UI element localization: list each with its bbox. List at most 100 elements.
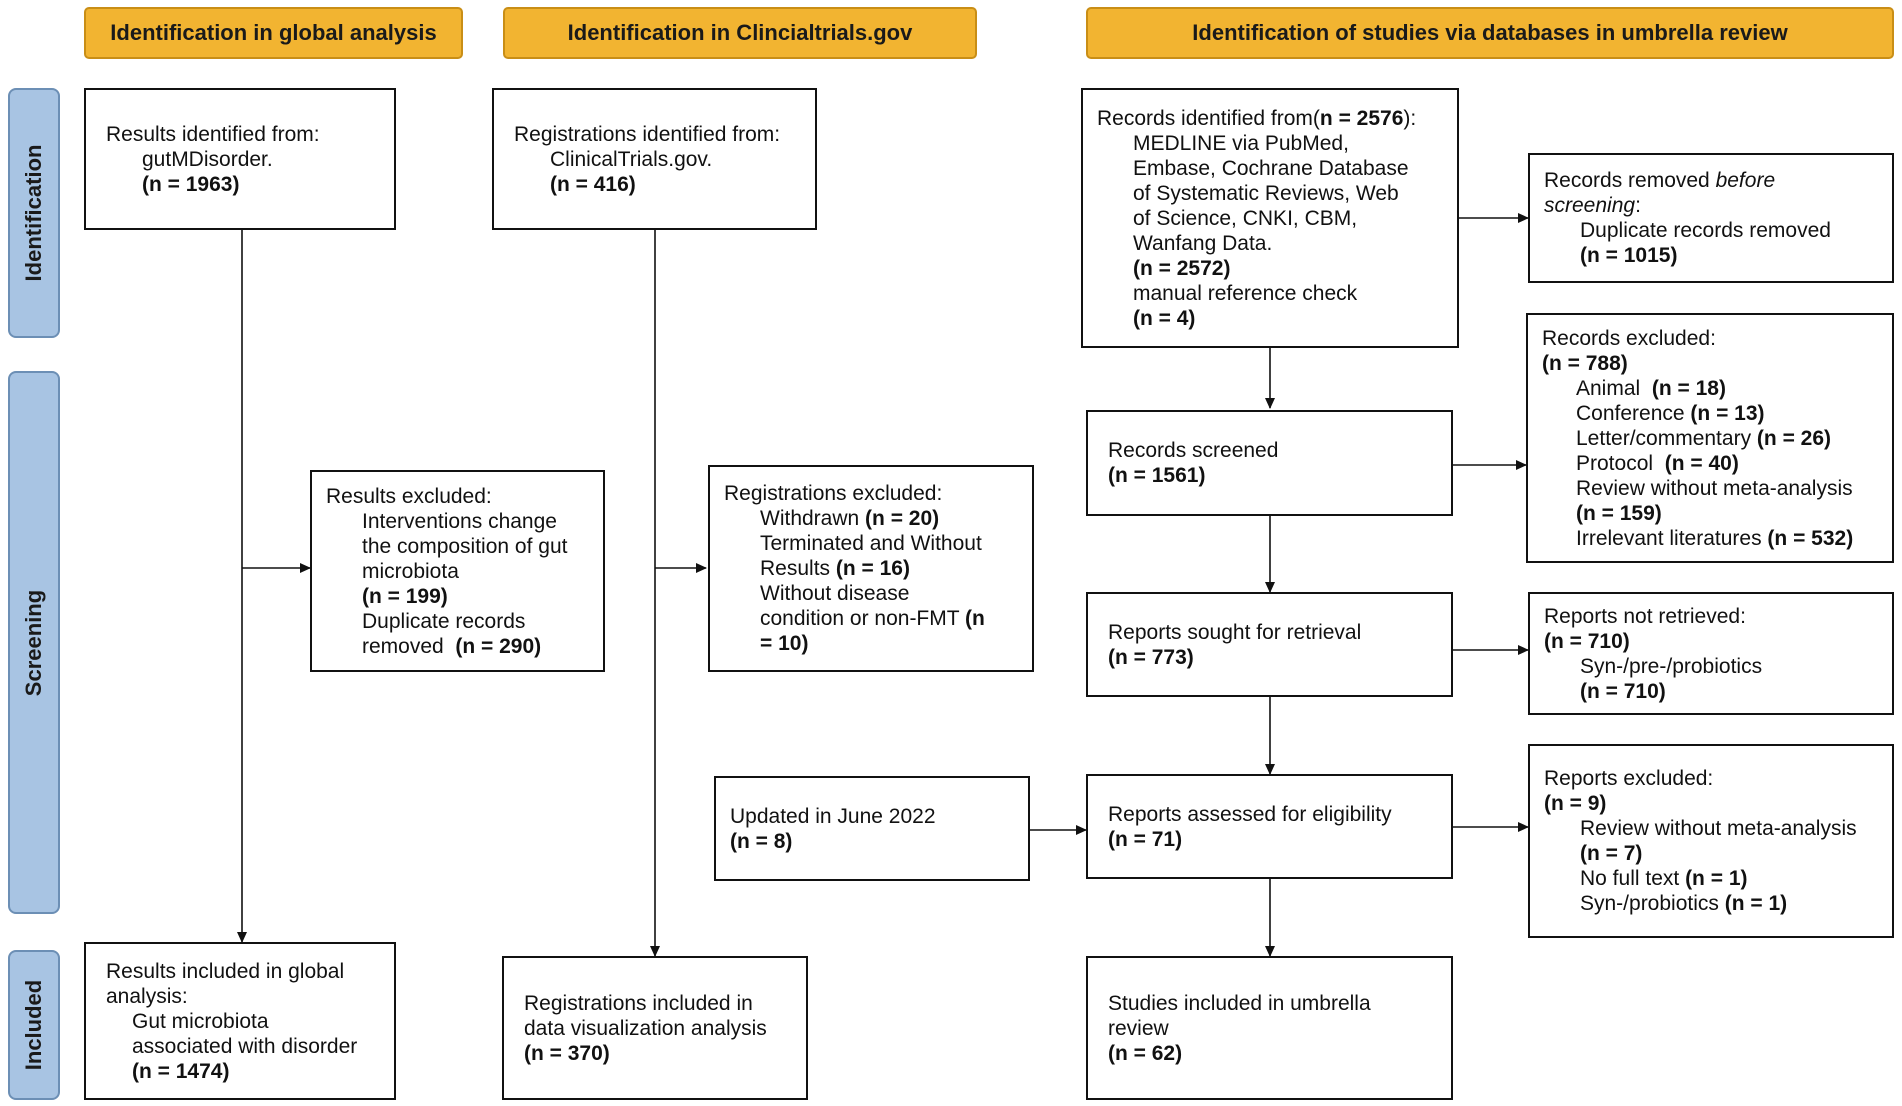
global-identified-box: Results identified from: gutMDisorder. (… [84,88,396,230]
global-excluded-count1: (n = 199) [362,584,448,608]
umbrella-db-line5: Wanfang Data. [1133,231,1273,255]
umbrella-removed-title: Records removed [1544,169,1716,192]
umbrella-not-retrieved-title: Reports not retrieved: [1544,604,1746,628]
umbrella-db-count: (n = 2572) [1133,256,1231,280]
umbrella-excluded-letter: Letter/commentary [1576,426,1752,450]
ct-identified-source: ClinicalTrials.gov. [550,147,713,171]
umbrella-reports-excluded-count: (n = 9) [1544,792,1607,815]
ct-updated-box: Updated in June 2022 (n = 8) [714,776,1030,881]
umbrella-sought-title: Reports sought for retrieval [1108,620,1362,644]
global-excluded-title: Results excluded: [326,484,492,508]
umbrella-excluded-irrelevant: Irrelevant literatures [1576,526,1762,550]
umbrella-excluded-protocol: Protocol [1576,451,1654,475]
global-excluded-box: Results excluded: Interventions change t… [310,470,605,672]
umbrella-records-excluded-count: (n = 788) [1542,351,1628,375]
umbrella-removed-title-colon: : [1635,194,1641,217]
umbrella-included-box: Studies included in umbrella review (n =… [1086,956,1453,1100]
umbrella-excluded-protocol-count: (n = 40) [1664,451,1739,475]
umbrella-included-count: (n = 62) [1108,1041,1183,1065]
umbrella-excluded-conference: Conference [1576,401,1685,425]
global-excluded-reason-line2: the composition of gut [362,534,568,558]
phase-included: Included [8,950,60,1100]
umbrella-excluded-irrelevant-count: (n = 532) [1767,526,1854,550]
umbrella-manual-count: (n = 4) [1133,306,1196,330]
header-umbrella-review: Identification of studies via databases … [1086,7,1894,59]
phase-identification-label: Identification [21,144,46,282]
global-included-title2: analysis: [106,984,188,1008]
umbrella-excluded-animal: Animal [1576,376,1641,400]
global-included-line1: Gut microbiota [132,1009,269,1033]
umbrella-removed-title-italic2: screening [1544,194,1636,217]
ct-identified-count: (n = 416) [550,172,636,196]
ct-included-line1: Registrations included in [524,991,753,1015]
umbrella-reports-excluded-fulltext-count: (n = 1) [1685,867,1748,890]
global-included-title1: Results included in global [106,959,345,983]
umbrella-screened-box: Records screened (n = 1561) [1086,410,1453,516]
umbrella-removed-count: (n = 1015) [1580,244,1678,267]
global-included-box: Results included in global analysis: Gut… [84,942,396,1100]
umbrella-identified-title-end: ): [1403,106,1417,130]
umbrella-removed-line: Duplicate records removed [1580,219,1831,242]
ct-excluded-without-line1: Without disease [760,582,910,605]
umbrella-excluded-letter-count: (n = 26) [1756,426,1832,450]
umbrella-reports-excluded-fulltext: No full text [1580,867,1680,890]
umbrella-assessed-box: Reports assessed for eligibility (n = 71… [1086,774,1453,879]
umbrella-reports-excluded-box: Reports excluded: (n = 9) Review without… [1528,744,1894,938]
umbrella-db-line2: Embase, Cochrane Database [1133,156,1409,180]
umbrella-included-line2: review [1108,1016,1169,1040]
phase-identification: Identification [8,88,60,338]
umbrella-db-line4: of Science, CNKI, CBM, [1133,206,1358,230]
header-clinicaltrials: Identification in Clincialtrials.gov [503,7,977,59]
umbrella-db-line3: of Systematic Reviews, Web [1133,181,1399,205]
umbrella-excluded-animal-count: (n = 18) [1651,376,1726,400]
umbrella-removed-title-italic: before [1715,169,1776,192]
global-identified-source: gutMDisorder. [142,147,273,171]
umbrella-not-retrieved-count: (n = 710) [1544,629,1630,653]
ct-excluded-terminated-line1: Terminated and Without [760,532,982,555]
umbrella-sought-count: (n = 773) [1108,645,1194,669]
ct-excluded-without-count-a: (n [965,607,985,630]
header-global-analysis: Identification in global analysis [84,7,463,59]
umbrella-excluded-review-count: (n = 159) [1576,501,1662,525]
umbrella-not-retrieved-line-count: (n = 710) [1580,679,1666,703]
umbrella-not-retrieved-box: Reports not retrieved: (n = 710) Syn-/pr… [1528,592,1894,715]
global-excluded-count2: (n = 290) [455,634,542,658]
umbrella-assessed-title: Reports assessed for eligibility [1108,802,1392,826]
ct-excluded-title: Registrations excluded: [724,482,943,505]
umbrella-included-line1: Studies included in umbrella [1108,991,1371,1015]
ct-identified-title: Registrations identified from: [514,122,781,146]
ct-excluded-terminated-count: (n = 16) [835,557,910,580]
global-identified-title: Results identified from: [106,122,320,146]
umbrella-reports-excluded-title: Reports excluded: [1544,767,1714,790]
umbrella-screened-count: (n = 1561) [1108,464,1206,487]
ct-included-count: (n = 370) [524,1041,610,1065]
umbrella-records-excluded-box: Records excluded: (n = 788) Animal (n = … [1526,313,1894,563]
umbrella-db-line1: MEDLINE via PubMed, [1133,131,1349,155]
global-included-count: (n = 1474) [132,1059,230,1083]
umbrella-reports-excluded-syn: Syn-/probiotics [1580,892,1719,915]
ct-excluded-without-count-b: = 10) [760,632,809,655]
umbrella-excluded-review: Review without meta-analysis [1576,476,1853,500]
umbrella-reports-excluded-review-count: (n = 7) [1580,842,1643,865]
ct-included-line2: data visualization analysis [524,1016,767,1040]
umbrella-reports-excluded-syn-count: (n = 1) [1724,892,1788,915]
ct-excluded-without-line2: condition or non-FMT [760,607,960,630]
umbrella-reports-excluded-review: Review without meta-analysis [1580,817,1857,840]
global-excluded-duplicate-line2: removed [362,634,444,658]
umbrella-excluded-conference-count: (n = 13) [1690,401,1765,425]
umbrella-assessed-count: (n = 71) [1108,827,1183,851]
umbrella-not-retrieved-line: Syn-/pre-/probiotics [1580,654,1763,678]
global-identified-count: (n = 1963) [142,172,240,196]
phase-screening-label: Screening [21,589,46,696]
ct-updated-count: (n = 8) [730,829,793,853]
global-excluded-reason-line1: Interventions change [362,509,557,533]
umbrella-removed-box: Records removed before screening: Duplic… [1528,153,1894,283]
global-excluded-duplicate-line1: Duplicate records [362,609,526,633]
ct-identified-box: Registrations identified from: ClinicalT… [492,88,817,230]
phase-included-label: Included [21,979,46,1071]
umbrella-identified-title: Records identified from( [1097,106,1320,130]
ct-excluded-withdrawn: Withdrawn [760,507,860,530]
phase-screening: Screening [8,371,60,914]
ct-updated-title: Updated in June 2022 [730,804,936,828]
